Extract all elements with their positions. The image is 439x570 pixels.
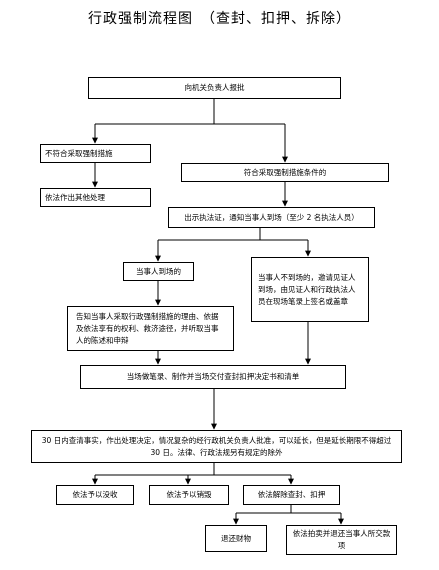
node-return-property: 退还财物 xyxy=(205,525,267,552)
node-destroy: 依法予以销毁 xyxy=(149,485,229,505)
node-party-absent: 当事人不到场的，邀请见证人到场，由见证人和行政执法人员在现场笔录上签名或盖章 xyxy=(251,257,369,322)
node-release: 依法解除查封、扣押 xyxy=(243,485,340,505)
node-decision: 30 日内查清事实，作出处理决定，情况复杂的经行政机关负责人批准，可以延长，但是… xyxy=(31,430,402,463)
node-inform: 告知当事人采取行政强制措施的理由、依据及依法享有的权利、救济途径，并听取当事人的… xyxy=(67,306,234,351)
node-not-meet: 不符合采取强制措施 xyxy=(40,144,151,163)
node-record: 当场做笔录、制作并当场交付查封扣押决定书和清单 xyxy=(80,365,346,389)
node-other-handling: 依法作出其他处理 xyxy=(40,188,151,207)
node-show-credentials: 出示执法证，通知当事人到场（至少 2 名执法人员） xyxy=(168,207,375,228)
node-confiscate: 依法予以没收 xyxy=(56,485,134,505)
node-auction-refund: 依法拍卖并退还当事人所交款项 xyxy=(286,525,397,555)
node-meet: 符合采取强制措施条件的 xyxy=(181,163,389,182)
node-report: 向机关负责人报批 xyxy=(88,77,341,99)
diagram-title: 行政强制流程图 （查封、扣押、拆除） xyxy=(88,11,351,27)
node-party-present: 当事人到场的 xyxy=(123,262,194,281)
